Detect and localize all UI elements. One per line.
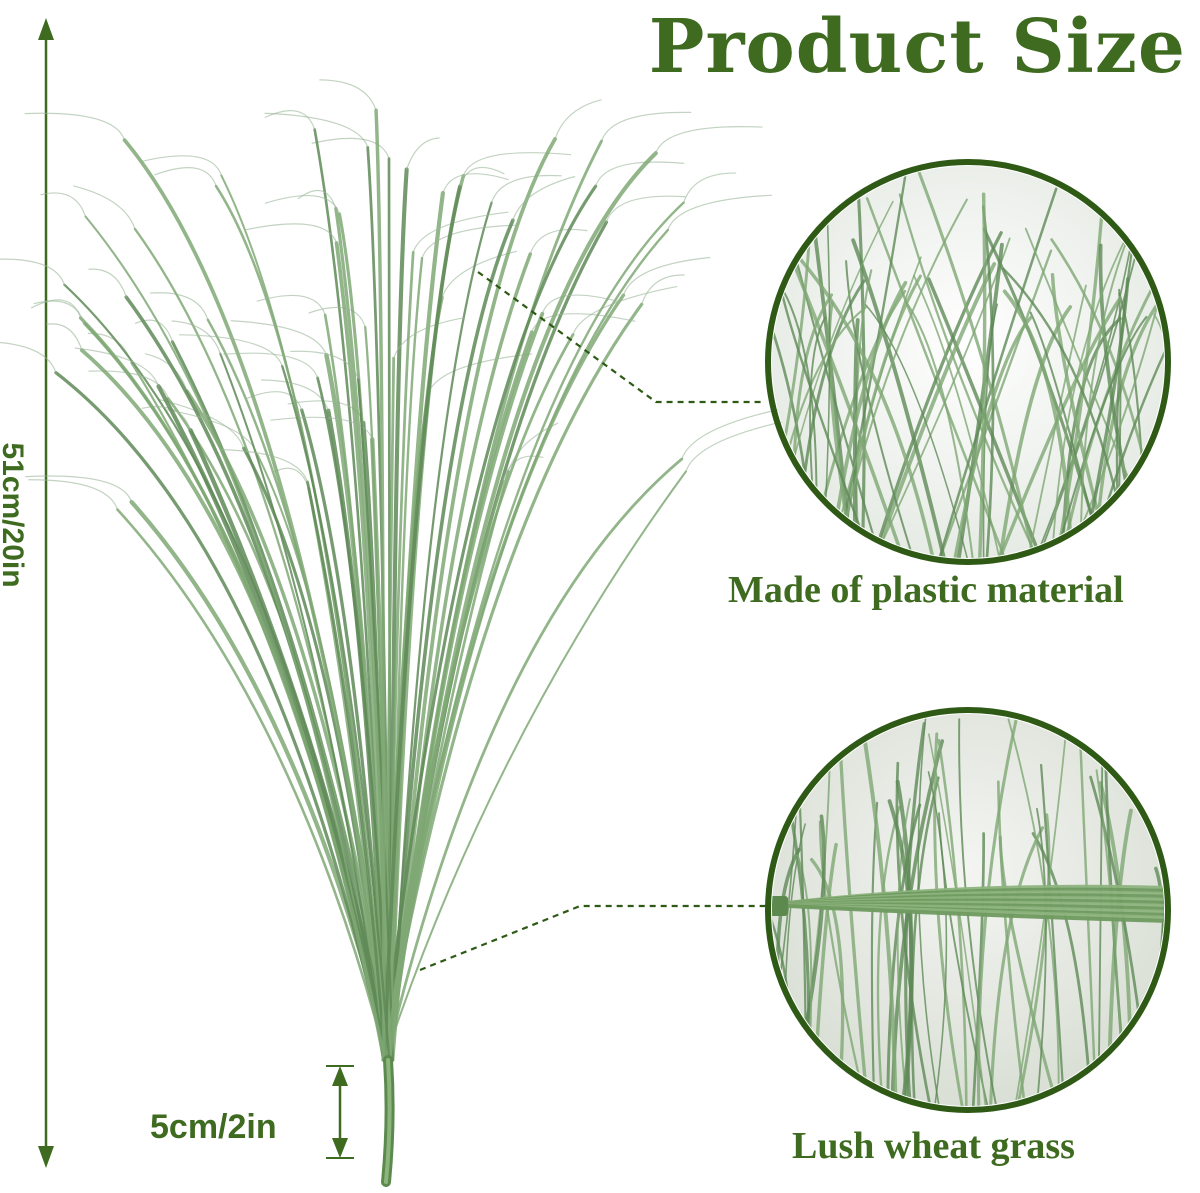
height-label: 51cm/20in (0, 442, 29, 588)
grass-plant (0, 79, 784, 1063)
stem-length-label: 5cm/2in (150, 1108, 277, 1146)
page-title: Product Size (648, 4, 1186, 90)
height-dimension-arrow (38, 18, 54, 1168)
detail-circle-bottom (765, 707, 1171, 1113)
grass-type-caption: Lush wheat grass (792, 1125, 1075, 1167)
plant-stem (381, 1055, 395, 1187)
material-caption: Made of plastic material (728, 569, 1124, 611)
leader-line-bottom (419, 904, 768, 972)
detail-circle-top (765, 159, 1171, 565)
stem-dimension-arrow (326, 1065, 354, 1159)
leader-line-top (477, 271, 764, 404)
